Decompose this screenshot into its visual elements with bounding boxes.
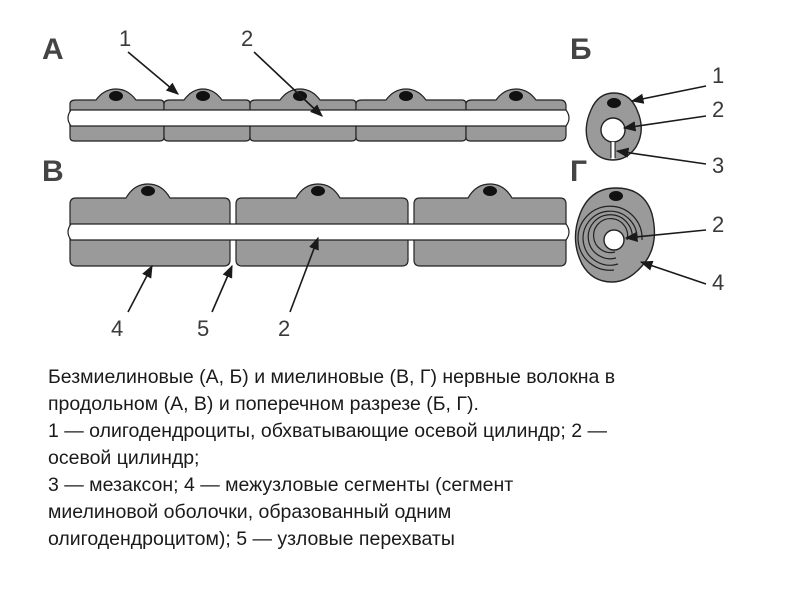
callout-number: 2 — [712, 97, 724, 122]
myelinated-fiber-longitudinal — [67, 183, 570, 267]
callout-number: 2 — [241, 26, 253, 51]
unmyelinated-cross-section — [585, 92, 642, 161]
caption-line: миелиновой оболочки, образованный одним — [48, 501, 452, 523]
figure-caption: Безмиелиновые (А, Б) и миелиновые (В, Г)… — [48, 364, 778, 553]
callout-number: 4 — [111, 316, 123, 341]
callout-number: 2 — [278, 316, 290, 341]
panel-label-a: А — [42, 33, 64, 66]
callout-number: 1 — [712, 63, 724, 88]
callout-number: 3 — [712, 153, 724, 178]
panel-label-v: В — [42, 155, 64, 188]
nerve-fiber-diagram: А 1 2 Б 1 — [42, 26, 724, 341]
myelinated-cross-section — [574, 187, 656, 283]
callout-number: 1 — [119, 26, 131, 51]
callout-number: 5 — [197, 316, 209, 341]
caption-line: олигодендроцитом); 5 — узловые перехваты — [48, 528, 455, 550]
caption-line: 1 — олигодендроциты, обхватывающие осево… — [48, 420, 607, 442]
caption-line: продольном (А, В) и поперечном разрезе (… — [48, 393, 479, 415]
callout-number: 2 — [712, 212, 724, 237]
panel-label-g: Г — [570, 155, 587, 188]
unmyelinated-fiber-longitudinal — [67, 88, 570, 142]
axial-cylinder — [67, 109, 570, 127]
axial-cylinder — [67, 223, 570, 241]
caption-line: осевой цилиндр; — [48, 447, 200, 469]
callout-number: 4 — [712, 270, 724, 295]
caption-line: Безмиелиновые (А, Б) и миелиновые (В, Г)… — [48, 366, 616, 388]
panel-label-b: Б — [570, 33, 592, 66]
caption-line: 3 — мезаксон; 4 — межузловые сегменты (с… — [48, 474, 514, 496]
